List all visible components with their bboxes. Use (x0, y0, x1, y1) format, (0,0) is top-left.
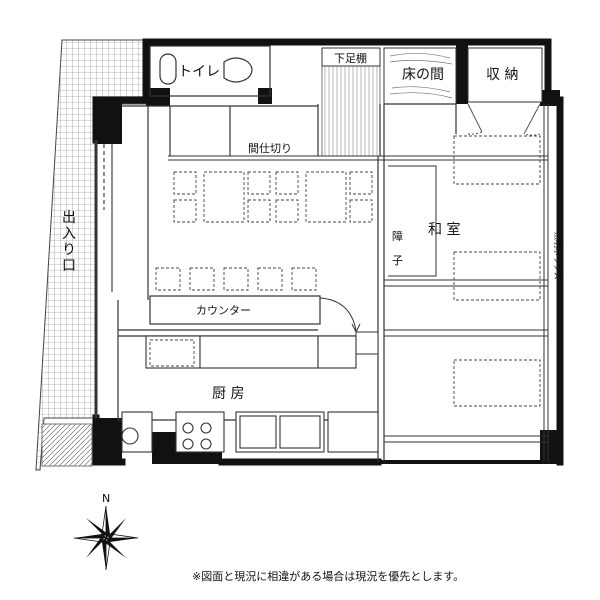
tokonoma: 床の間 (383, 47, 457, 105)
compass-rose: N (73, 492, 139, 571)
kitchen-equipment (121, 335, 379, 453)
washitsu-futons (453, 135, 541, 407)
entrance-label-4: 口 (62, 258, 76, 274)
planter-hatch (41, 423, 93, 467)
counter-door-arc (319, 297, 357, 331)
storage-box (467, 47, 543, 103)
dining-tables (155, 171, 373, 291)
partition-rail (168, 155, 548, 161)
entrance-tile-area (35, 39, 147, 471)
shoji-label-2: 子 (392, 254, 403, 267)
entrance-label-1: 出 (62, 210, 76, 226)
counter-label: カウンター (196, 304, 251, 317)
washitsu-lines (384, 104, 549, 462)
entrance-door (94, 140, 113, 418)
entrance-label-3: り (62, 242, 76, 258)
shoji-label-1: 障 (392, 229, 403, 243)
entrance-label-2: 入 (62, 226, 76, 242)
hall-stripes (321, 65, 381, 157)
tokonoma-label: 床の間 (402, 67, 444, 83)
toilet-room: トイレ (149, 45, 271, 97)
kitchen-label: 厨 房 (212, 386, 244, 402)
toilet-label: トイレ (178, 64, 220, 80)
washitsu-label: 和 室 (428, 221, 460, 238)
kitchen-dashed (149, 339, 195, 367)
storage-doors (467, 103, 541, 136)
compass-north-label: N (102, 492, 110, 505)
shoe-cabinet-label: 下足棚 (334, 51, 367, 65)
interior-lines (117, 103, 457, 462)
lighting-box-label: 照明ボックス (553, 232, 562, 280)
storage-label: 収 納 (486, 67, 518, 83)
partition-label: 間仕切り (248, 142, 292, 155)
shoe-cabinet (321, 47, 381, 67)
disclaimer-note: ※図面と現況に相違がある場合は現況を優先とします。 (192, 569, 464, 583)
counter-post (355, 331, 379, 355)
counter-box (149, 295, 321, 325)
